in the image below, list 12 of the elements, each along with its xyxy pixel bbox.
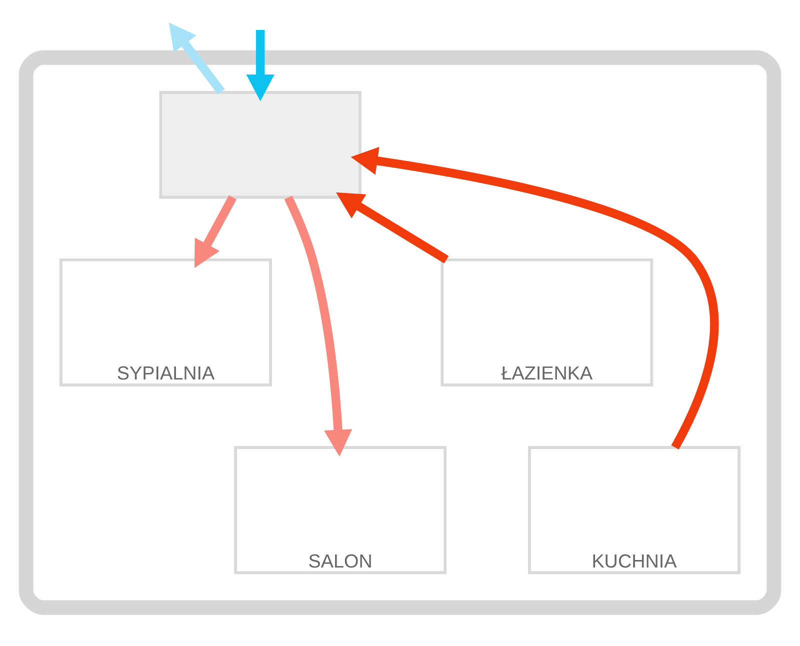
node-box: SYPIALNIA <box>60 258 272 386</box>
arrow <box>246 30 274 101</box>
node-box <box>159 90 362 198</box>
node-box: ŁAZIENKA <box>440 258 654 386</box>
node-box: KUCHNIA <box>528 446 740 574</box>
cluster <box>18 50 782 614</box>
arrow <box>168 22 225 94</box>
arrow <box>284 195 352 456</box>
arrow <box>194 194 237 268</box>
arrow <box>336 192 449 263</box>
arrow <box>350 146 719 449</box>
node-box: SALON <box>234 446 447 574</box>
